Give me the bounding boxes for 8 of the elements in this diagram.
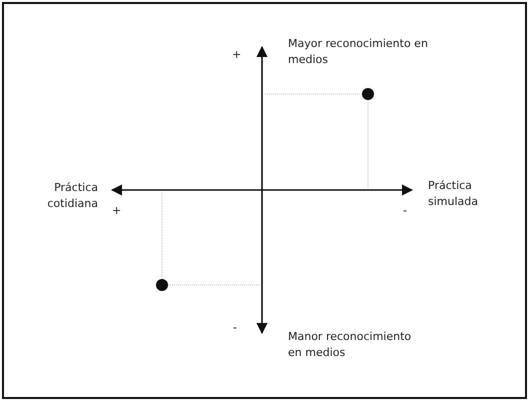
axis-label: Práctica cotidiana bbox=[46, 180, 98, 212]
axis-label: Manor reconocimiento en medios bbox=[288, 329, 412, 361]
axis-label: Práctica simulada bbox=[428, 178, 479, 210]
axis-label: Mayor reconocimiento en medios bbox=[288, 36, 428, 68]
sign-label: - bbox=[403, 203, 407, 219]
sign-label: - bbox=[233, 320, 237, 336]
sign-label: + bbox=[232, 47, 242, 63]
sign-label: + bbox=[112, 203, 122, 219]
